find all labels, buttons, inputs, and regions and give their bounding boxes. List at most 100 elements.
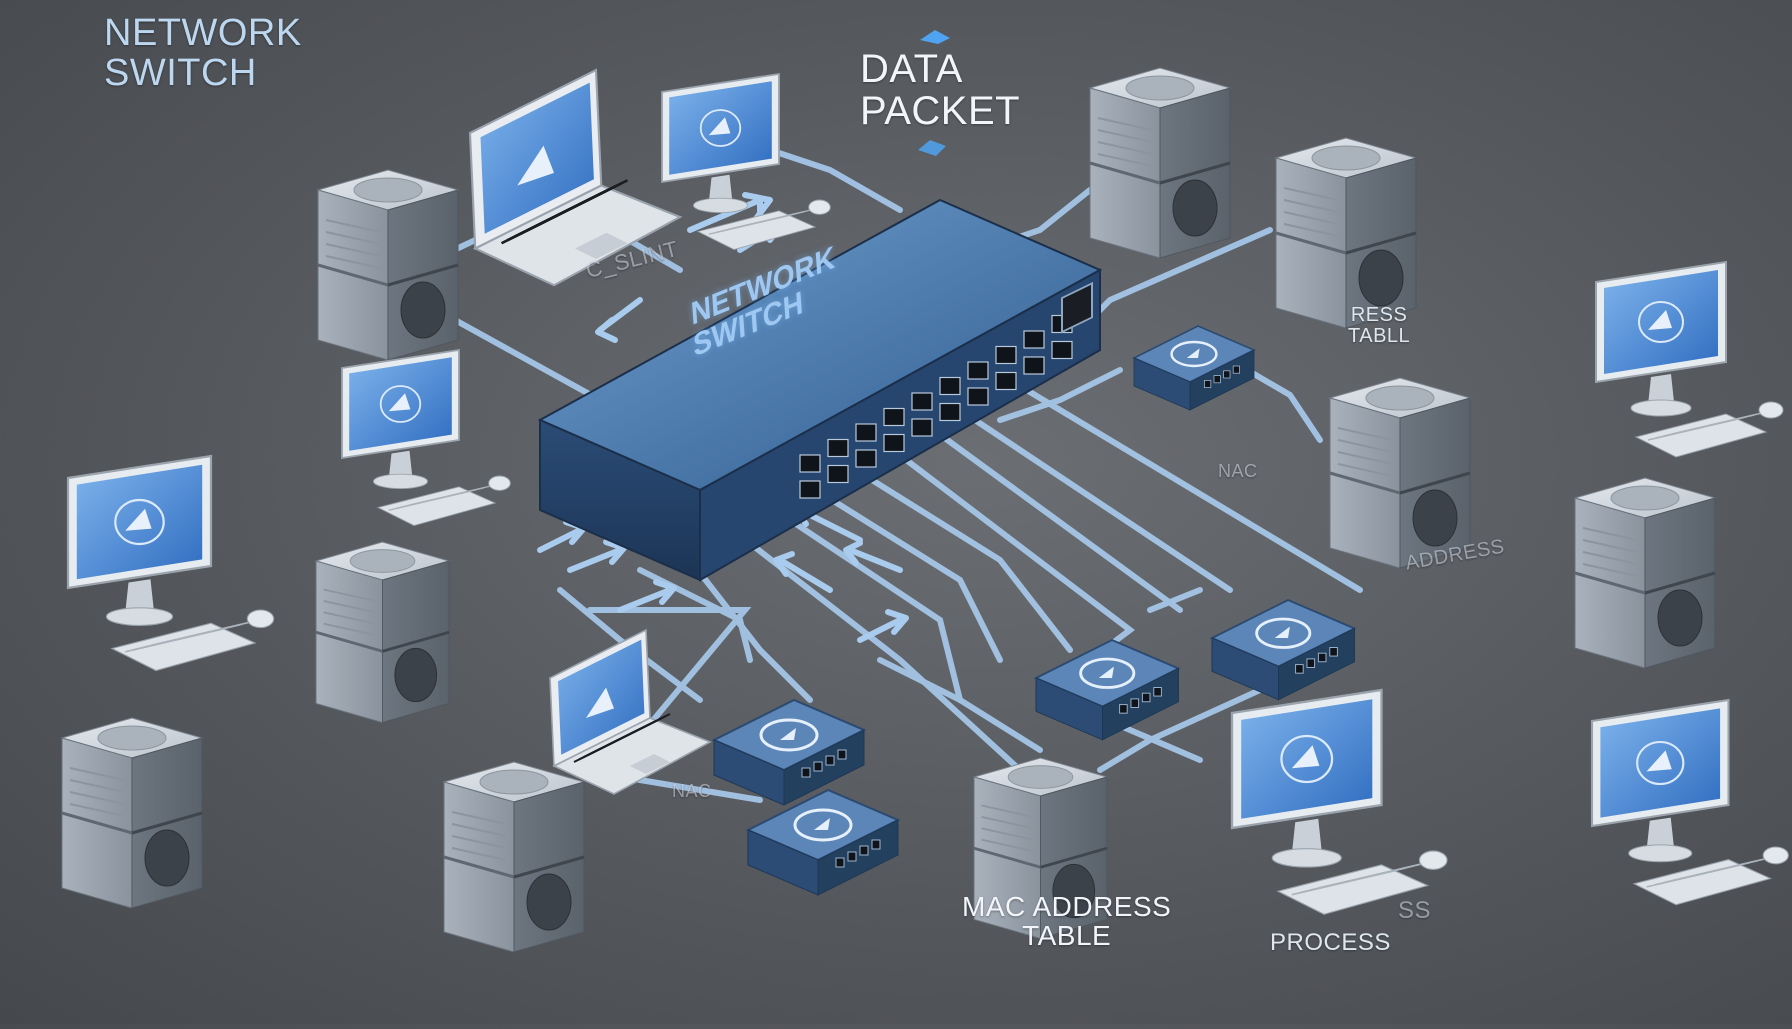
switch-port (967, 361, 989, 380)
keyboard (1634, 413, 1768, 458)
keyboard (1632, 859, 1773, 906)
switch-port (939, 376, 961, 396)
switch-port (799, 480, 821, 499)
switch-port (1023, 330, 1045, 349)
desktop-monitor (1595, 260, 1784, 458)
cable (877, 657, 1043, 753)
wing-logo-icon (1636, 740, 1685, 786)
wing-logo-icon (586, 687, 614, 718)
mouse (246, 609, 275, 629)
switch-port (967, 387, 989, 406)
switch-port-array (799, 314, 1073, 499)
cable (957, 407, 1233, 593)
laptop (549, 628, 712, 795)
switch-port (939, 402, 961, 422)
cable (1147, 587, 1203, 613)
hub-logo-icon (793, 808, 853, 842)
cable (997, 367, 1123, 423)
cable (587, 607, 752, 763)
tower-server (1573, 477, 1717, 669)
switch-port (995, 345, 1017, 365)
network-switch (537, 198, 1103, 582)
data-packet-label: Data Packet (860, 47, 1021, 133)
cable (557, 587, 703, 703)
tower-server (442, 761, 586, 953)
mouse (1418, 850, 1448, 870)
cable (687, 557, 813, 703)
arrow-icon (595, 297, 643, 343)
mouse (1758, 401, 1784, 419)
nac-label: NAC (1218, 461, 1258, 481)
arrow-icon (857, 609, 909, 643)
diagram-title: Network Switch (104, 12, 302, 94)
packet-icon (918, 30, 950, 156)
network-hub (1033, 638, 1181, 741)
tower-server (314, 541, 451, 724)
wing-logo-icon (114, 498, 165, 546)
switch-port (911, 392, 933, 411)
tower-server (60, 717, 204, 909)
server-group (60, 67, 1717, 953)
network-hub (1209, 598, 1357, 701)
cable (797, 477, 1003, 663)
keyboard (110, 622, 257, 672)
cable (917, 417, 1183, 613)
keyboard (1276, 864, 1430, 915)
arrow-icon (843, 540, 903, 573)
desktop-monitor (661, 72, 831, 250)
mac-address-table-label: MAC Address Table (962, 891, 1172, 952)
wing-logo-icon (1280, 734, 1334, 784)
arrow-icon (617, 579, 677, 613)
keyboard (376, 486, 497, 526)
cable (767, 147, 903, 213)
tower-server (972, 757, 1109, 940)
hub-logo-icon (759, 718, 819, 752)
keyboard (696, 210, 817, 250)
tower-server (1328, 377, 1472, 569)
arrow-icon (687, 192, 773, 233)
wing-logo-icon (1638, 301, 1684, 343)
switch-port (1023, 356, 1045, 375)
hub-logo-icon (1079, 657, 1136, 689)
hub-logo-icon (1255, 617, 1312, 649)
switch-port (827, 438, 849, 458)
desktop-monitor (341, 348, 511, 526)
mouse (1762, 846, 1789, 865)
network-hub (1132, 325, 1256, 411)
wing-logo-icon (699, 109, 742, 147)
cable (452, 317, 603, 403)
cable (837, 457, 1073, 653)
wing-logo-icon (379, 385, 422, 423)
arrow-icon (773, 551, 833, 593)
switch-port (799, 454, 821, 473)
switch-port (827, 464, 849, 484)
desktop-monitor (1590, 698, 1789, 906)
uplink-port (1061, 281, 1093, 334)
tower-server (1274, 137, 1418, 329)
laptop (468, 68, 683, 287)
switch-port (855, 423, 877, 442)
switch-port (995, 371, 1017, 391)
switch-port (1051, 340, 1073, 360)
cable-layer (447, 147, 1363, 803)
mouse (808, 199, 831, 215)
arrow-icon (567, 539, 627, 573)
process-label: Process (1270, 929, 1391, 956)
nac-lower-label: NAC (672, 781, 712, 801)
tower-server (316, 169, 460, 361)
ress-table-label: RESS TABLL (1348, 304, 1411, 347)
cable (1097, 687, 1263, 773)
desktop-group (66, 72, 1789, 915)
tower-server (1088, 67, 1232, 259)
cable (1007, 377, 1363, 593)
desktop-monitor (66, 454, 275, 672)
mouse (488, 475, 511, 491)
switch-port (911, 418, 933, 437)
switch-port (883, 407, 905, 427)
cable (757, 497, 963, 703)
network-hub (745, 788, 901, 896)
switch-port (855, 449, 877, 468)
wing-logo-icon (517, 145, 554, 186)
